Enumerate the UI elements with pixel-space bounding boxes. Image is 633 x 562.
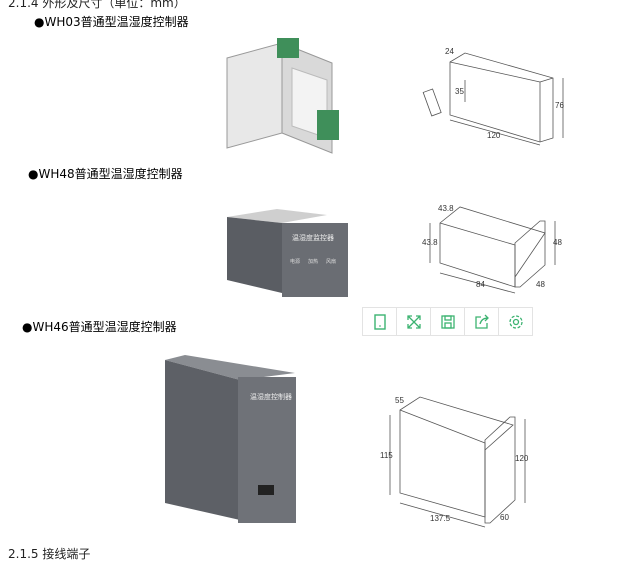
dim-label: 48 <box>536 280 545 289</box>
dim-label: 60 <box>500 513 509 522</box>
dim-label: 120 <box>515 454 529 463</box>
section-title: 2.1.4 外形及尺寸（单位：mm） <box>8 0 186 10</box>
wh03-product-photo <box>226 38 339 154</box>
dim-label: 48 <box>553 238 562 247</box>
settings-icon[interactable] <box>499 308 532 335</box>
share-icon[interactable] <box>465 308 499 335</box>
panel-title: 温湿度控制器 <box>250 392 292 401</box>
image-toolbar <box>362 307 533 336</box>
dim-label: 120 <box>487 131 501 140</box>
save-icon[interactable] <box>431 308 465 335</box>
dim-label: 115 <box>380 451 393 460</box>
dim-label: 137.5 <box>430 514 451 523</box>
indicator-label: 加热 <box>308 258 318 265</box>
dim-label: 43.8 <box>438 204 454 213</box>
product-label-wh46: ●WH46普通型温湿度控制器 <box>22 320 177 334</box>
wh48-product-photo: 温湿度监控器 电源 加热 风扇 <box>227 209 348 297</box>
indicator-label: 电源 <box>290 258 300 265</box>
panel-title: 温湿度监控器 <box>292 233 334 242</box>
wh46-product-photo: 温湿度控制器 <box>165 355 296 523</box>
product-label-wh48: ●WH48普通型温湿度控制器 <box>28 167 183 181</box>
wh48-dimension-drawing: 43.8 43.8 48 84 48 <box>422 204 562 294</box>
indicator-label: 风扇 <box>326 258 336 265</box>
dim-label: 24 <box>445 47 454 56</box>
dim-label: 84 <box>476 280 485 289</box>
product-label-wh03: ●WH03普通型温湿度控制器 <box>34 15 189 29</box>
dim-label: 76 <box>555 101 564 110</box>
dim-label: 35 <box>455 87 464 96</box>
dim-label: 55 <box>395 396 404 405</box>
wh46-dimension-drawing: 55 115 120 137.5 60 <box>380 396 529 528</box>
wh03-dimension-drawing: 24 35 76 120 <box>422 47 564 146</box>
tablet-icon[interactable] <box>363 308 397 335</box>
fullscreen-icon[interactable] <box>397 308 431 335</box>
dim-label: 43.8 <box>422 238 438 247</box>
